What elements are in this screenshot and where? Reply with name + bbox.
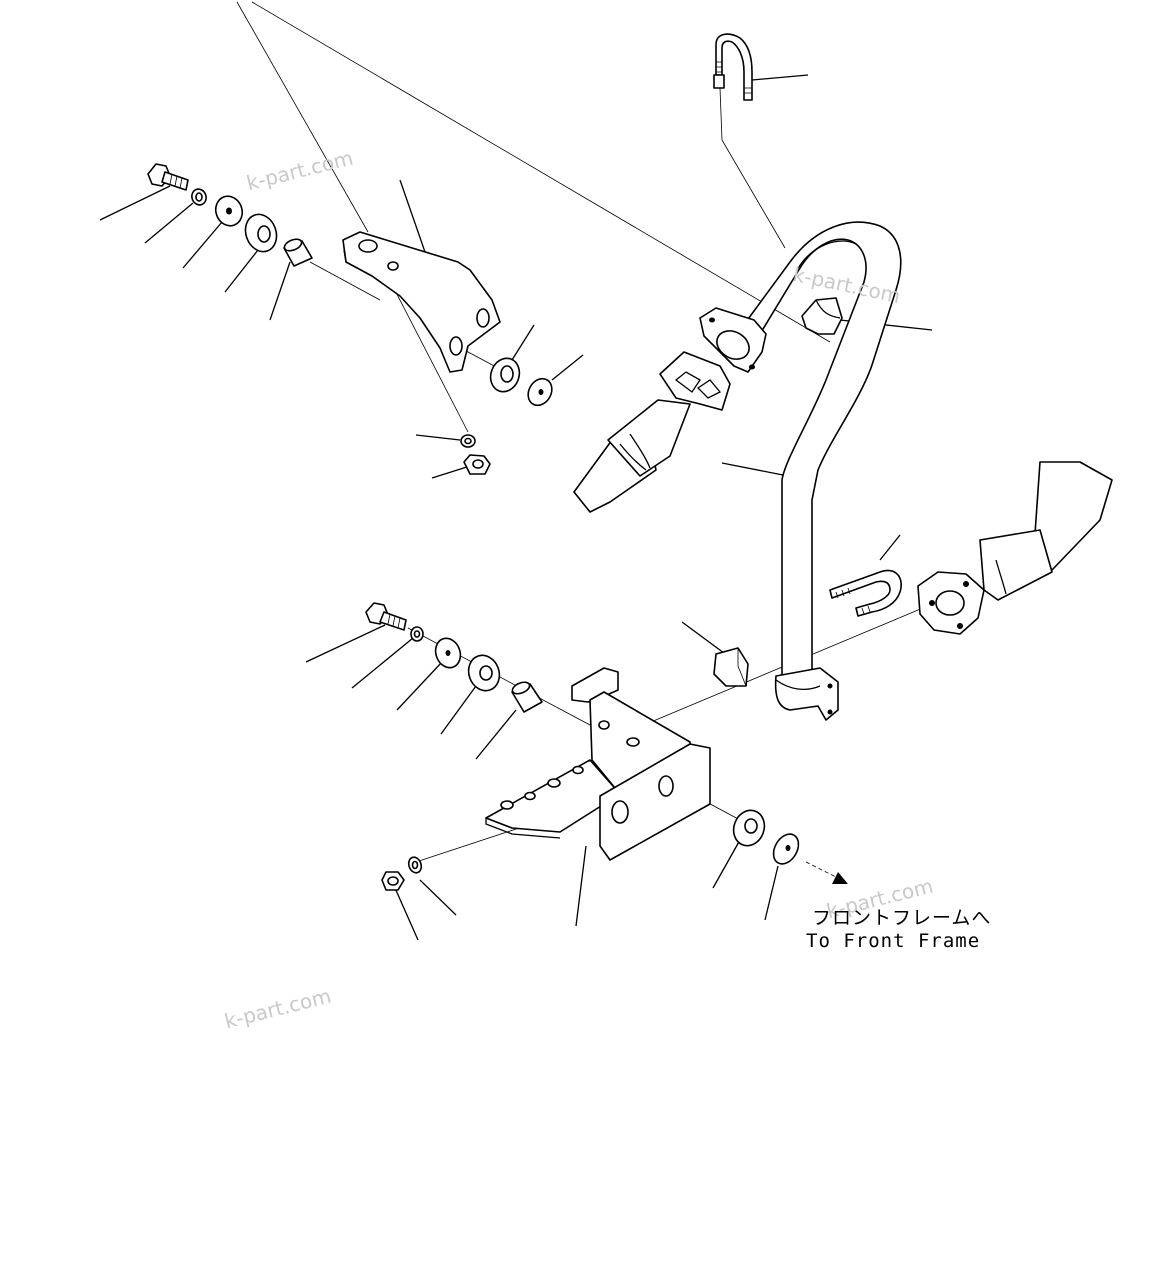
lower-bracket [485, 667, 711, 861]
right-hose [917, 461, 1113, 635]
direction-arrow [805, 861, 848, 884]
upper-right-cushion [489, 357, 521, 393]
upper-right-washer [527, 377, 553, 407]
upper-collar [283, 238, 313, 267]
upper-u-bolt [713, 33, 753, 101]
upper-cushion [244, 213, 278, 253]
upper-bracket [342, 231, 501, 373]
upper-nut [463, 454, 491, 475]
lower-right-washer [772, 833, 800, 865]
caption-english: To Front Frame [806, 930, 981, 952]
caption-japanese: フロントフレームへ [812, 907, 992, 929]
upper-nut-washer [460, 434, 476, 448]
lower-collar [511, 681, 543, 713]
clamp-plate [713, 647, 749, 687]
pipe-clamp-pad [801, 297, 843, 335]
pipe-bottom-clamp [774, 667, 839, 721]
lower-u-bolt [829, 569, 902, 617]
lower-spring-washer [410, 626, 424, 642]
pipe-flange [699, 307, 767, 373]
lower-right-cushion [732, 809, 766, 847]
upper-spring-washer [191, 188, 207, 206]
lower-bolt [365, 602, 407, 631]
lower-flat-washer [434, 637, 462, 669]
left-hose [573, 351, 731, 513]
lower-nut-washer [407, 856, 423, 874]
upper-bolt [147, 163, 189, 191]
upper-flat-washer [214, 195, 244, 227]
lower-cushion [467, 654, 501, 692]
bent-pipe [739, 221, 902, 691]
lower-nut [381, 871, 405, 891]
